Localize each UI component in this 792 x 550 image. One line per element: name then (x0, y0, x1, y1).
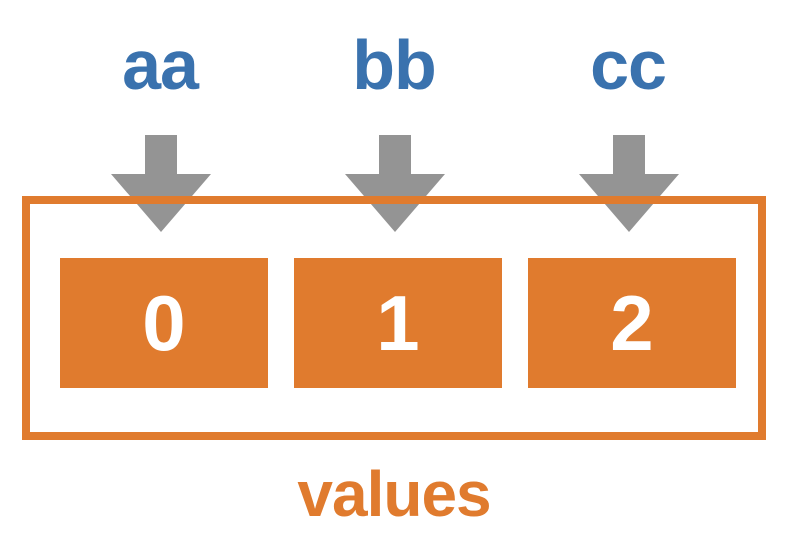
values-caption: values (297, 458, 491, 530)
value-cell-1: 1 (294, 258, 502, 388)
arrow-down-icon-bb (345, 135, 445, 235)
key-label-cc: cc (590, 26, 667, 104)
key-label-bb: bb (352, 26, 437, 104)
value-cell-0: 0 (60, 258, 268, 388)
value-cell-2: 2 (528, 258, 736, 388)
arrow-down-icon-cc (579, 135, 679, 235)
key-label-aa: aa (122, 26, 199, 104)
values-container (22, 196, 766, 440)
value-cell-label: 0 (142, 279, 186, 367)
arrow-down-icon-aa (111, 135, 211, 235)
value-cell-label: 2 (610, 279, 654, 367)
value-cell-label: 1 (376, 279, 420, 367)
